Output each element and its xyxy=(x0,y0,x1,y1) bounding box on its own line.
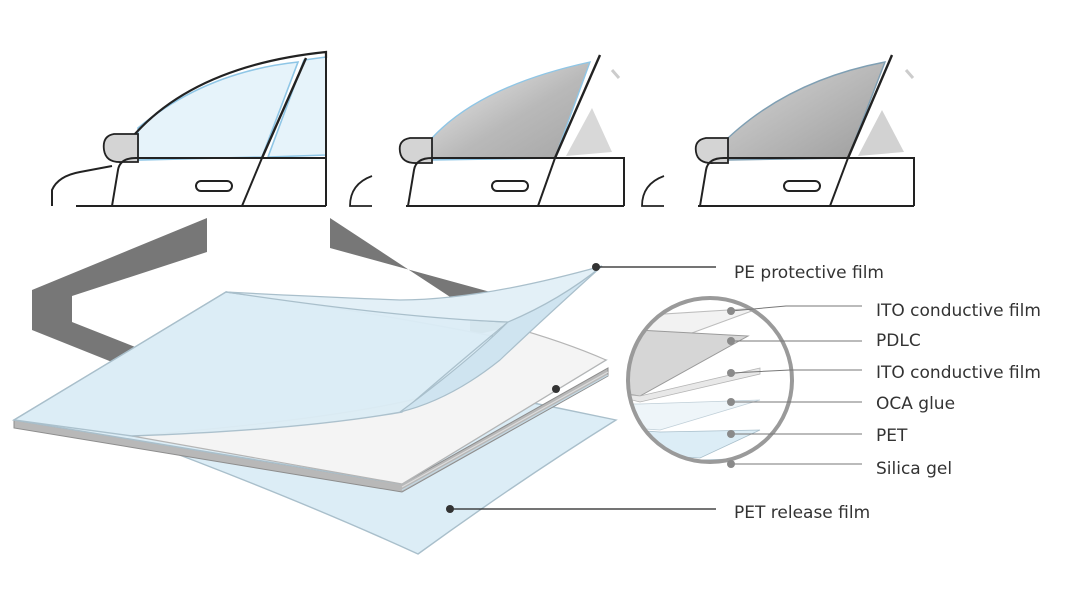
layer-callout-dots xyxy=(727,307,735,468)
callout-dot xyxy=(727,307,735,315)
callout-dot xyxy=(727,460,735,468)
callout-dot xyxy=(727,337,735,345)
car-rear-glass xyxy=(858,110,904,156)
callout-pe xyxy=(592,263,716,271)
car-tinted-window-2 xyxy=(641,54,915,207)
label-pet: PET xyxy=(876,426,908,446)
callout-dot xyxy=(727,430,735,438)
connector-band-left xyxy=(32,218,207,362)
door-handle-icon xyxy=(491,180,529,192)
label-pet-release-film: PET release film xyxy=(734,503,870,523)
callout-dot xyxy=(727,398,735,406)
layer-callouts xyxy=(730,305,862,465)
callout-dot xyxy=(446,505,454,513)
car-window-tinted xyxy=(727,61,887,161)
callout-dot xyxy=(727,369,735,377)
door-handle-icon xyxy=(195,180,233,192)
door-handle-icon xyxy=(783,180,821,192)
label-oca-glue: OCA glue xyxy=(876,394,955,414)
label-ito-conductive-film-top: ITO conductive film xyxy=(876,301,1041,321)
car-clear-window xyxy=(51,50,328,207)
callout-pet-release xyxy=(446,505,716,513)
connector-band-right xyxy=(330,218,505,336)
label-silica-gel: Silica gel xyxy=(876,459,952,479)
car-tinted-window-1 xyxy=(349,54,625,207)
callout-dot xyxy=(592,263,600,271)
label-pe-protective-film: PE protective film xyxy=(734,263,884,283)
callout-dot xyxy=(552,385,560,393)
layer-magnifier xyxy=(626,296,794,464)
mirror-icon xyxy=(694,137,729,164)
car-rear-glass xyxy=(566,108,612,156)
mirror-icon xyxy=(398,137,433,164)
label-pdlc: PDLC xyxy=(876,331,921,351)
label-ito-conductive-film-bottom: ITO conductive film xyxy=(876,363,1041,383)
mirror-icon xyxy=(102,133,139,163)
callout-stack xyxy=(552,385,560,393)
car-window-tinted xyxy=(431,61,592,161)
